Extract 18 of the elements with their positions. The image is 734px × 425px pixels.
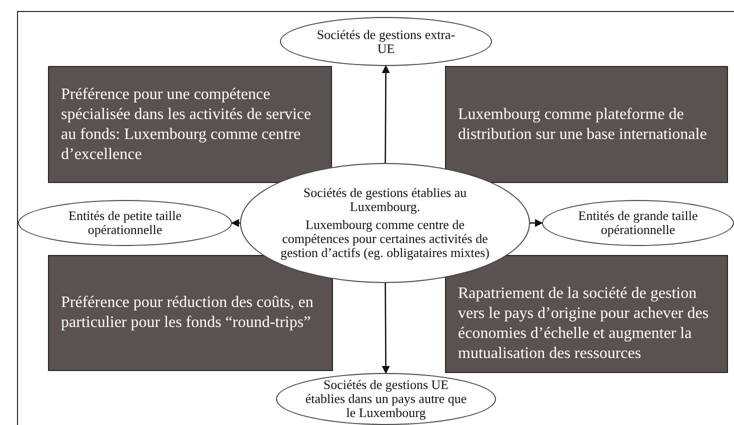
ellipse-text: Luxembourg comme centre de compétences pour certaines activités de gestion d’actifs (eg. obligataires mixtes) xyxy=(279,218,491,260)
box-text: Luxembourg comme plateforme de distribution sur une base internationale xyxy=(458,104,708,144)
ellipse xyxy=(18,200,232,246)
text-box xyxy=(445,66,728,183)
ellipse-text: Entités de grande taille opérationnelle xyxy=(577,209,699,237)
text-box xyxy=(48,66,332,183)
arrow xyxy=(231,219,240,227)
box-text: Rapatriement de la société de gestion vers le pays d’origine pour achever des économies d’échelle et augmenter la mutualisation des ressources xyxy=(458,284,710,364)
box-text: Préférence pour réduction des coûts, en particulier pour les fonds “round-trips” xyxy=(61,293,314,333)
ellipse-text: Sociétés de gestions établies au Luxembourg. xyxy=(302,186,468,214)
ellipse-text: Entités de petite taille opérationnelle xyxy=(68,209,182,237)
box-text: Préférence pour une compétence spécialisée dans les activités de service au fonds: Luxembourg comme centre d’excellence xyxy=(61,84,312,164)
arrow xyxy=(382,65,390,163)
arrow xyxy=(382,283,390,374)
arrow xyxy=(530,219,543,227)
ellipse xyxy=(542,200,734,246)
ellipse-text: Sociétés de gestions UE établies dans un pays autre que le Luxembourg xyxy=(305,378,467,420)
ellipse-text: Sociétés de gestions extra-UE xyxy=(316,28,456,56)
